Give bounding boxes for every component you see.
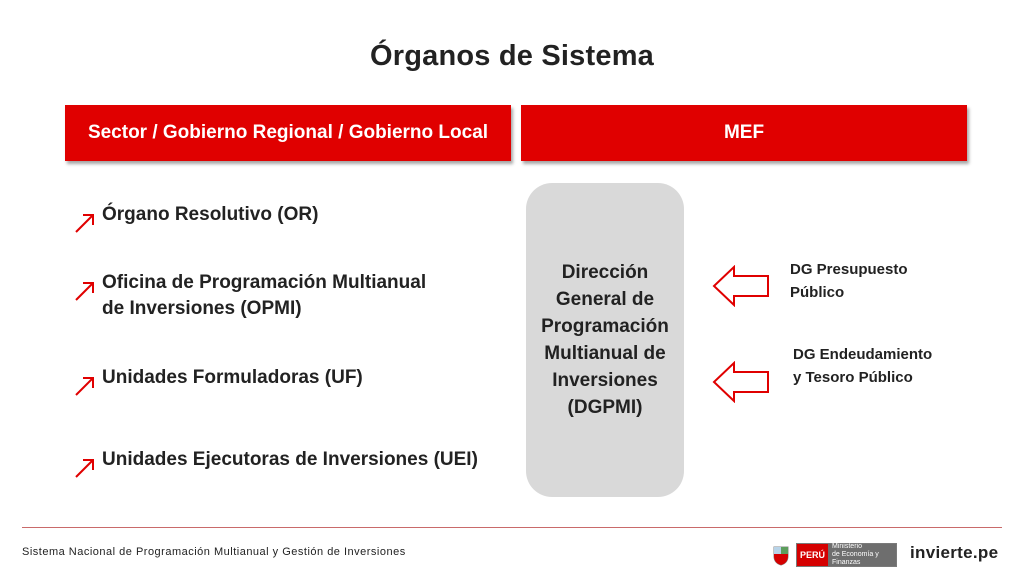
dg-endeudamiento-label: DG Endeudamiento y Tesoro Público — [793, 346, 933, 386]
peru-label: PERÚ — [797, 544, 829, 566]
ministry-line-1: Ministerio — [832, 543, 862, 550]
mef-logo: PERÚ Ministerio de Economía y Finanzas — [772, 543, 898, 567]
dgpmi-box: Dirección General de Programación Multia… — [526, 183, 684, 497]
arrow-up-right-icon — [75, 214, 94, 233]
dg-presupuesto-label: DG Presupuesto Público — [790, 261, 908, 301]
header-mef-label: MEF — [723, 122, 765, 143]
dgpmi-label: Dirección General de Programación Multia… — [541, 262, 669, 418]
coat-of-arms-icon — [773, 546, 789, 566]
list-item-uf: Unidades Formuladoras (UF) — [72, 365, 492, 399]
arrow-left-icon — [712, 361, 769, 403]
list-item-label: Oficina de Programación Multianual de In… — [102, 272, 427, 319]
mef-logo-box: PERÚ Ministerio de Economía y Finanzas — [796, 543, 898, 567]
arrow-up-right-icon — [75, 377, 94, 396]
header-mef: MEF — [521, 105, 967, 161]
list-item-or: Órgano Resolutivo (OR) — [72, 202, 492, 236]
arrow-up-right-icon — [75, 459, 94, 478]
page-title: Órganos de Sistema — [369, 40, 655, 72]
header-sector-label: Sector / Gobierno Regional / Gobierno Lo… — [87, 122, 489, 143]
header-sector: Sector / Gobierno Regional / Gobierno Lo… — [65, 105, 511, 161]
footer-text: Sistema Nacional de Programación Multian… — [22, 546, 406, 558]
list-item-label: Unidades Formuladoras (UF) — [102, 367, 363, 388]
arrow-left-icon — [712, 265, 769, 307]
list-item-label: Unidades Ejecutoras de Inversiones (UEI) — [102, 449, 478, 470]
ministry-line-2: de Economía y Finanzas — [832, 551, 879, 566]
list-item-uei: Unidades Ejecutoras de Inversiones (UEI) — [72, 447, 492, 481]
ministry-label: Ministerio de Economía y Finanzas — [828, 543, 897, 566]
invierte-logo: invierte.pe — [910, 543, 999, 562]
list-item-label: Órgano Resolutivo (OR) — [102, 204, 319, 225]
list-item-opmi: Oficina de Programación Multianual de In… — [72, 270, 452, 322]
arrow-up-right-icon — [75, 282, 94, 301]
footer-divider — [22, 527, 1002, 528]
